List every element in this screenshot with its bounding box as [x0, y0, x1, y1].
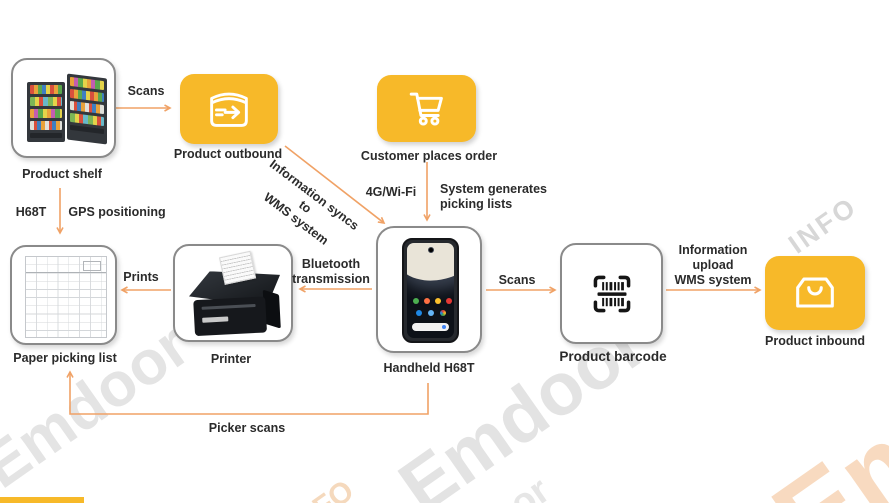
label-line: Bluetooth	[301, 257, 361, 271]
phone-search-bar	[412, 323, 449, 331]
label-picker-scans: Picker scans	[208, 421, 286, 435]
label-line: transmission	[292, 271, 370, 286]
barcode-scan-icon	[593, 275, 630, 312]
shelf-image	[25, 73, 107, 148]
label-product-outbound: Product outbound	[173, 147, 283, 161]
accent-bar	[0, 497, 84, 503]
node-product-barcode	[560, 243, 663, 344]
label-4g-wifi: 4G/Wi-Fi	[365, 185, 417, 199]
node-paper-picking-list	[10, 245, 117, 345]
arrow-picker-scans-loop	[70, 372, 429, 415]
label-prints: Prints	[123, 270, 159, 284]
label-system-generates: System generates picking lists	[440, 182, 547, 212]
shopping-cart-icon	[409, 92, 443, 126]
node-product-outbound	[180, 74, 278, 144]
label-customer-order: Customer places order	[360, 149, 498, 163]
label-gps-positioning: GPS positioning	[68, 205, 166, 219]
label-h68t: H68T	[15, 205, 47, 219]
handheld-phone-image	[402, 238, 459, 343]
picking-list-image	[25, 256, 107, 338]
node-product-inbound	[765, 256, 865, 330]
label-line: WMS system	[674, 272, 752, 287]
label-product-inbound: Product inbound	[765, 334, 865, 348]
label-scans-shelf: Scans	[127, 84, 165, 98]
arrow-outbound-to-handheld	[284, 145, 384, 223]
phone-camera-dot	[428, 247, 435, 253]
label-line: upload	[692, 257, 734, 272]
label-bluetooth-transmission: Bluetooth transmission	[292, 257, 370, 287]
label-scans-barcode: Scans	[498, 273, 536, 287]
label-information-upload: Information upload WMS system	[674, 243, 751, 287]
printer-image	[183, 250, 287, 338]
label-product-shelf: Product shelf	[22, 167, 102, 181]
inbox-tray-icon	[796, 277, 834, 308]
label-line: System generates	[440, 182, 548, 196]
label-printer: Printer	[210, 352, 252, 366]
node-product-shelf	[11, 58, 116, 158]
label-product-barcode: Product barcode	[559, 349, 667, 364]
node-handheld-h68t	[376, 226, 482, 353]
label-line: picking lists	[440, 196, 513, 211]
node-printer	[173, 244, 293, 342]
node-customer-order	[377, 75, 476, 142]
outbound-box-icon	[210, 92, 248, 127]
label-paper-picking-list: Paper picking list	[13, 351, 117, 365]
label-handheld-h68t: Handheld H68T	[383, 361, 475, 375]
label-line: Information	[678, 243, 748, 257]
